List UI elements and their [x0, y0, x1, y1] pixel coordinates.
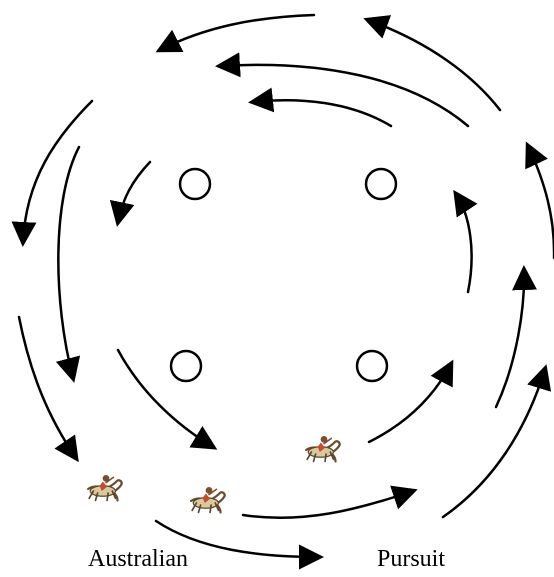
marker-circle-bottom-left — [171, 351, 201, 381]
inner-arrow-left — [118, 162, 150, 222]
inner-arrow-bottom — [243, 491, 413, 518]
inner-arrow-right — [456, 194, 472, 292]
outer-arrow-top-right — [368, 20, 500, 110]
australian-label: Australian — [88, 547, 188, 571]
horse-rider-icon-middle — [191, 487, 225, 512]
middle-arrow-left — [58, 147, 79, 378]
pursuit-label: Pursuit — [377, 547, 445, 571]
horse-rider-icon-left — [88, 475, 122, 500]
marker-circle-bottom-right — [357, 351, 387, 381]
middle-arrow-top — [220, 65, 468, 126]
outer-arrow-lower-left — [19, 317, 76, 458]
outer-arrow-left — [23, 101, 92, 242]
marker-circle-top-left — [180, 169, 210, 199]
outer-arrow-bottom-right — [443, 369, 545, 517]
horse-rider-icon-right — [306, 436, 340, 461]
outer-arrow-right — [528, 146, 554, 258]
marker-circle-top-right — [366, 169, 396, 199]
inner-arrow-top — [253, 100, 391, 126]
outer-arrow-top — [160, 15, 314, 50]
middle-arrow-right — [496, 270, 524, 407]
